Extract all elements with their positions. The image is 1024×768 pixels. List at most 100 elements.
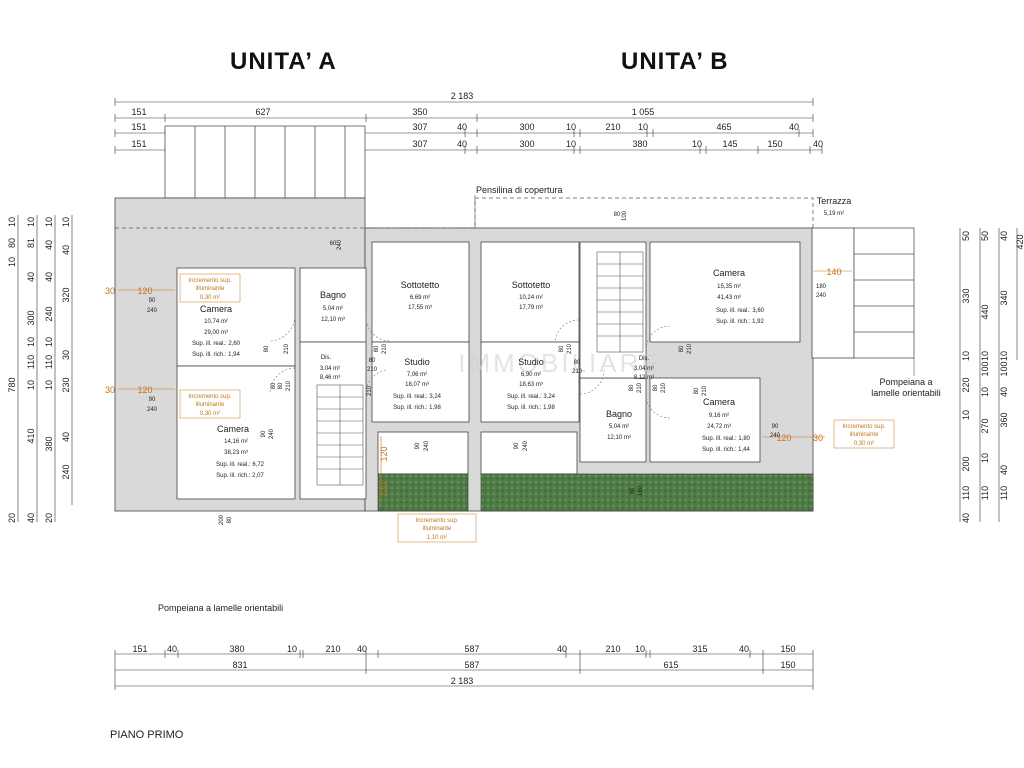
dim-label: 100 — [999, 361, 1009, 376]
opening-dim: 200 — [219, 514, 225, 525]
opening-dim: 80 — [679, 345, 685, 352]
pensilina-label: Pensilina di copertura — [476, 185, 563, 195]
dim-label: 40 — [999, 465, 1009, 475]
room-info: Sup. ill. real.: 6,72 — [216, 462, 265, 468]
opening-dim: 210 — [367, 385, 373, 396]
dim-label: 10 — [566, 122, 576, 132]
room-volume: 38,23 m³ — [224, 450, 248, 456]
room-area: 7,06 m² — [407, 372, 427, 378]
right-dimensions — [959, 228, 1018, 522]
orange-dim: 120 — [137, 385, 152, 395]
dim-label: 30 — [61, 350, 71, 360]
dim-label: 10 — [999, 351, 1009, 361]
dim-label: 40 — [557, 644, 567, 654]
room-volume: 8,12 m³ — [634, 375, 654, 381]
opening-dim: 80 — [271, 382, 277, 389]
room-name: Camera — [217, 424, 249, 434]
room-info: Sup. ill. real.: 1,80 — [702, 436, 751, 442]
orange-dim: 120 — [379, 482, 389, 497]
dim-label: 10 — [692, 139, 702, 149]
opening-dim: 210 — [702, 385, 708, 396]
dim-label: 10 — [961, 351, 971, 361]
opening-dim: 80 — [369, 358, 376, 364]
planter-unit-a — [377, 473, 469, 512]
dim-label: 151 — [131, 107, 146, 117]
room-volume: 12,10 m³ — [607, 435, 631, 441]
orange-dim: 120 — [379, 446, 389, 461]
opening-dim: 80 — [574, 360, 581, 366]
opening-dim: 210 — [367, 367, 378, 373]
dim-label: 110 — [44, 355, 54, 369]
dim-label: 300 — [519, 139, 534, 149]
room-info: Sup. ill. real.: 3,24 — [507, 394, 556, 400]
room-area: 3,04 m² — [320, 366, 340, 372]
dim-label: 40 — [167, 644, 177, 654]
opening-dim: 80 — [227, 516, 233, 523]
opening-dim: 210 — [567, 343, 573, 354]
room-area: 6,90 m² — [521, 372, 541, 378]
opening-dim: 90 — [149, 298, 156, 304]
room-area: 14,16 m² — [224, 439, 248, 445]
opening-dim: 210 — [637, 382, 643, 393]
dim-label: 50 — [961, 231, 971, 241]
dim-label: 315 — [692, 644, 707, 654]
dim-label: 440 — [980, 304, 990, 319]
dim-label: 10 — [566, 139, 576, 149]
dim-label: 151 — [132, 644, 147, 654]
room-area: 5,04 m² — [323, 306, 343, 312]
dim-label: 615 — [663, 660, 678, 670]
dim-label: 10 — [44, 217, 54, 227]
room-info: Sup. ill. real.: 3,24 — [393, 394, 442, 400]
pompeiana-right-line1: Pompeiana a — [879, 377, 932, 387]
dim-label: 151 — [131, 122, 146, 132]
orange-dim: 30 — [105, 286, 115, 296]
dim-label: 40 — [457, 139, 467, 149]
dim-label: 210 — [605, 644, 620, 654]
dim-label: 150 — [780, 660, 795, 670]
room-name: Camera — [713, 268, 745, 278]
opening-dim: 210 — [284, 343, 290, 354]
room-volume: 18,63 m³ — [519, 382, 543, 388]
dim-label: 210 — [605, 122, 620, 132]
room-info: Sup. ill. real.: 3,60 — [716, 308, 765, 314]
dim-label: 10 — [44, 380, 54, 390]
pergola-right — [853, 227, 915, 359]
dim-label: 587 — [464, 660, 479, 670]
dim-label: 10 — [980, 453, 990, 463]
room-name: Studio — [518, 357, 544, 367]
opening-dim: 180 — [638, 485, 644, 496]
unit-b-title: UNITA’ B — [621, 48, 729, 75]
room-area: 15,35 m² — [717, 284, 741, 290]
dim-label: 380 — [632, 139, 647, 149]
room-volume: 24,72 m³ — [707, 424, 731, 430]
dim-label: 40 — [999, 387, 1009, 397]
increment-line: 0,30 m² — [200, 411, 220, 417]
dim-label: 410 — [26, 428, 36, 443]
dim-label: 20 — [7, 513, 17, 523]
opening-dim: 80 — [559, 345, 565, 352]
opening-dim: 80 — [653, 384, 659, 391]
dim-label: 350 — [412, 107, 427, 117]
dim-label: 1 055 — [632, 107, 655, 117]
dim-label: 330 — [961, 288, 971, 303]
room-info: Sup. ill. rich.: 2,07 — [216, 473, 264, 479]
room-name: Dis. — [639, 356, 650, 362]
planter-unit-b — [480, 473, 814, 512]
dim-label: 420 — [1015, 234, 1024, 249]
increment-line: illuminante — [850, 432, 879, 438]
room-area: 5,04 m² — [609, 424, 629, 430]
opening-dim: 240 — [147, 407, 158, 413]
opening-dim: 210 — [661, 382, 667, 393]
dim-label: 40 — [813, 139, 823, 149]
dim-label: 10 — [980, 351, 990, 361]
room-info: Sup. ill. rich.: 1,44 — [702, 447, 750, 453]
dim-label: 40 — [357, 644, 367, 654]
dim-label: 340 — [999, 290, 1009, 305]
room-name: Sottotetto — [401, 280, 440, 290]
dim-label: 40 — [739, 644, 749, 654]
top-dimension-labels: 2 183 151 627 350 1 055 151 307 40 300 1… — [131, 91, 823, 149]
dim-label: 307 — [412, 122, 427, 132]
increment-line: Incremento sup. — [188, 278, 231, 284]
room-name: Bagno — [320, 290, 346, 300]
